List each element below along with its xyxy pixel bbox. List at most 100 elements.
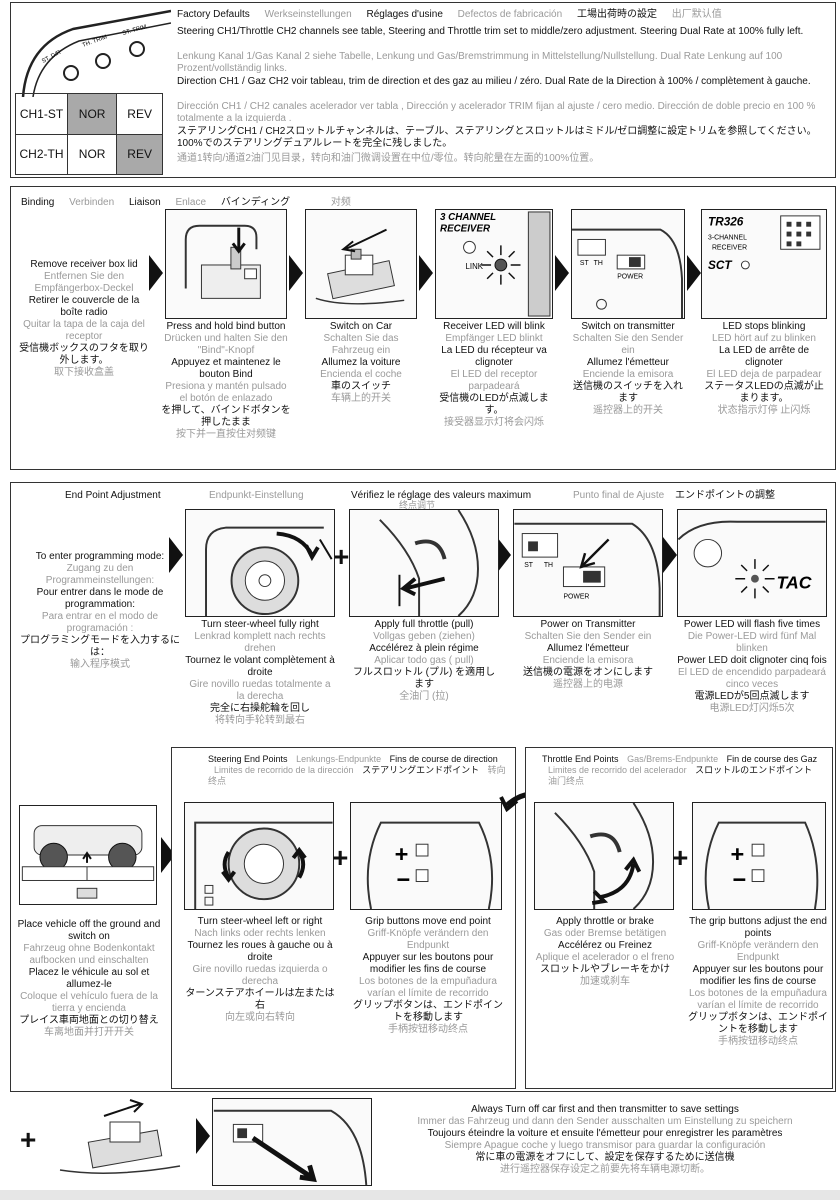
fig-link-text: LINK [466,262,484,271]
step-ja: 送信機の電源をオンにします [523,667,653,678]
step-es: El LED de encendido parpadeará cinco vec… [678,667,826,690]
factory-text-ja: ステアリングCH1 / CH2スロットルチャンネルは、テーブル、ステアリングとス… [177,126,817,149]
table-row: CH1-ST NOR REV [15,93,163,135]
factory-text-fr: Direction CH1 / Gaz CH2 voir tableau, tr… [177,76,811,87]
step-de: Schalten Sie das Fahrzeug ein [323,333,399,356]
step-zh: 车辆上的开关 [331,393,391,404]
fig-receiver2-text: RECEIVER [712,244,747,251]
plus-icon: + [20,1124,37,1155]
fig-power-text: POWER [617,274,643,281]
endpoint-overlap-zh: 终点调节 [399,500,436,510]
arrow-right-icon [663,537,677,573]
fig-th-text: TH [594,260,603,267]
step-es: Presiona y mantén pulsado el botón de en… [165,381,287,404]
factory-text-zh: 通道1转向/通道2油门见目录，转向和油门微调设置在中位/零位。转向舵量在左面的1… [177,153,600,164]
throttle-brake-figure [534,802,674,910]
intro-ja: 受信機ボックスのフタを取り外します。 [19,343,149,366]
step-zh: 按下并一直按住对频键 [176,429,276,440]
step-zh: 将转向手轮转到最右 [215,715,305,726]
fig-th-text: TH [544,562,553,569]
step-zh: 遥控器上的电源 [553,679,623,690]
step-es: Encienda el coche [320,369,402,380]
step-es: Los botones de la empuñadura varían el l… [359,976,497,999]
arrow-right-icon [419,255,433,291]
fig-st-text: ST [580,260,590,267]
step-zh: 电源LED灯闪烁5次 [709,703,795,714]
heading-fr: Fin de course des Gaz [726,754,818,764]
throttle-ep-step-2: The grip buttons adjust the end points G… [688,916,828,1048]
step-en: Receiver LED will blink [443,321,545,332]
heading-en: Binding [21,197,55,208]
led-stops-figure: TR326 3-CHANNEL RECEIVER SCT [701,209,827,319]
step-de: Schalten Sie den Sender ein [524,631,652,642]
step-es: Los botones de la empuñadura varían el l… [689,988,827,1011]
step-zh: 全油门 (拉) [399,691,449,702]
heading-de: Werkseinstellungen [264,9,352,20]
step-zh: 状态指示灯停 止闪烁 [717,405,811,416]
step-de: Vollgas geben (ziehen) [373,631,475,642]
step-es: Enciende la emisora [582,369,674,380]
step-en: Apply throttle or brake [556,916,654,927]
vehicle-es: Coloque el vehículo fuera de la tierra y… [20,991,158,1014]
intro-de: Entfernen Sie den Empfängerbox-Deckel [34,271,134,294]
step-de: Griff-Knöpfe verändern den Endpunkt [367,928,489,951]
step-en: Power LED will flash five times [683,619,821,630]
intro-es: Para entrar en el modo de programación : [41,611,159,634]
step-en: Switch on Car [329,321,393,332]
factory-defaults-panel: ST. D/R TH. TRIM ST. TRIM CH1-ST NOR REV… [10,2,836,178]
save-zh: 进行遥控器保存设定之前要先将车辆电源切断。 [500,1164,710,1175]
step-zh: 手柄按钮移动终点 [718,1036,798,1047]
power-led-figure: TAC [677,509,827,617]
bind-step-3: Receiver LED will blink Empfänger LED bl… [433,321,555,429]
arrow-right-icon [289,255,303,291]
intro-es: Quitar la tapa de la caja del receptor [23,319,145,342]
endpoint-heading-en: End Point Adjustment [65,490,161,501]
step-es: Gire novillo ruedas izquierda o derecha [192,964,328,987]
save-ja: 常に車の電源をオフにして、設定を保存するために送信機 [475,1152,735,1163]
car-switch-figure [305,209,417,319]
step-ja: 電源LEDが5回点滅します [694,691,810,702]
bind-button-figure [165,209,287,319]
step-es: El LED deja de parpadear [706,369,822,380]
heading-zh: 出厂默认值 [671,9,722,20]
step-en: Press and hold bind button [166,321,286,332]
save-instructions: Always Turn off car first and then trans… [380,1104,830,1176]
heading-fr: Réglages d'usine [366,9,443,20]
binding-intro: Remove receiver box lid Entfernen Sie de… [19,259,149,379]
arrow-right-icon [169,537,183,573]
step-fr: Accélérez ou Freinez [558,940,652,951]
heading-en: Throttle End Points [542,754,619,764]
knob-label-th-trim: TH. TRIM [82,34,108,48]
fig-sct-text: SCT [708,259,733,272]
save-es: Siempre Apague coche y luego transmisor … [444,1140,766,1151]
bind-step-5: LED stops blinking LED hört auf zu blink… [703,321,825,417]
heading-de: Verbinden [69,197,115,208]
factory-text-es: Dirección CH1 / CH2 canales acelerador v… [177,101,816,124]
endpoint-heading-es: Punto final de Ajuste [573,490,665,501]
fig-channel-text: 3 CHANNEL [440,212,496,223]
plus-icon: + [333,541,350,572]
heading-zh: 对频 [330,197,351,208]
binding-panel: Binding Verbinden Liaison Enlace バインディング… [10,186,836,470]
throttle-ep-step-1: Apply throttle or brake Gas oder Bremse … [532,916,678,988]
plus-icon: + [332,842,349,873]
step-zh: 接受器显示灯将会闪烁 [444,417,544,428]
throttle-ep-headings: Throttle End Points Gas/Brems-Endpunkte … [542,754,828,787]
step-ja: ターンステアホイールは左または右 [185,988,335,1011]
vehicle-de: Fahrzeug ohne Bodenkontakt aufbocken und… [23,943,155,966]
fig-model-text: TR326 [708,216,744,229]
step-fr: Tournez les roues à gauche ou à droite [187,940,333,963]
rev-cell: REV [116,93,163,135]
step-es: Aplique el acelerador o el freno [535,952,675,963]
fig-power-text: POWER [563,593,589,600]
step-en: Power on Transmitter [540,619,636,630]
nor-cell: NOR [66,133,118,175]
step-zh: 手柄按钮移动终点 [388,1024,468,1035]
steering-endpoints-box: Steering End Points Lenkungs-Endpunkte F… [171,747,516,1089]
factory-text-de: Lenkung Kanal 1/Gas Kanal 2 siehe Tabell… [177,51,783,74]
step-de: Drücken und halten Sie den "Bind"-Knopf [164,333,288,356]
power-transmitter-figure: ST TH POWER [513,509,663,617]
ep-step-1: Turn steer-wheel fully right Lenkrad kom… [185,619,335,727]
heading-ja: バインディング [220,197,291,208]
table-row: CH2-TH NOR REV [15,133,163,175]
